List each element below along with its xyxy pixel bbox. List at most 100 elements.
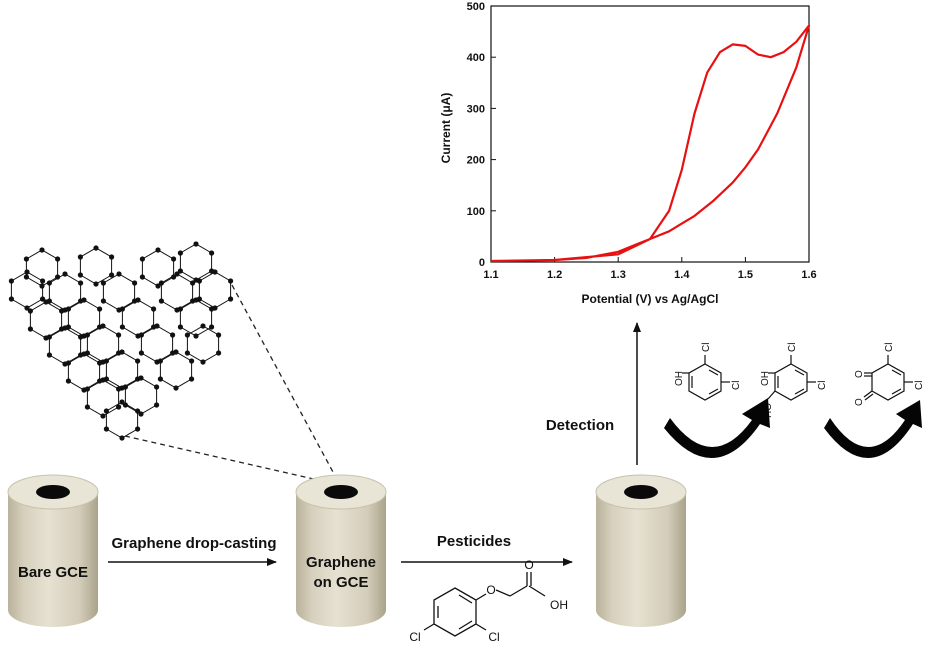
graphene-atom <box>135 408 141 414</box>
graphene-atom <box>193 297 199 303</box>
graphene-atom <box>184 332 190 338</box>
pesticide-o-carbonyl: O <box>524 558 533 572</box>
graphene-atom <box>171 256 177 262</box>
graphene-atom <box>216 332 222 338</box>
graphene-atom <box>78 280 84 286</box>
graphene-atom <box>119 306 125 312</box>
chart-plot-frame <box>490 5 810 263</box>
electrode-hole <box>36 485 70 499</box>
y-tick-label: 200 <box>467 155 485 167</box>
graphene-atom <box>189 376 195 382</box>
cv-curve <box>490 24 811 263</box>
graphene-atom <box>97 360 103 366</box>
graphene-atom <box>116 386 122 392</box>
y-tick-label: 0 <box>479 257 485 269</box>
graphene-hexagon <box>79 247 113 285</box>
graphene-atom <box>157 358 163 364</box>
bare-gce-label: Bare GCE <box>18 564 88 581</box>
phenol-molecule <box>682 355 730 401</box>
graphene-atom <box>43 299 49 305</box>
graphene-hexagon <box>141 249 175 287</box>
graphene-atom <box>65 360 71 366</box>
graphene-atom <box>132 280 138 286</box>
graphene-atom <box>157 376 163 382</box>
graphene-atom <box>122 402 128 408</box>
graphene-atom <box>109 272 115 278</box>
electrode-hole <box>624 485 658 499</box>
drop-casting-label: Graphene drop-casting <box>111 535 276 552</box>
graphene-atom <box>81 297 87 303</box>
graphene-atom <box>93 245 99 251</box>
reaction-arrow-2 <box>824 400 922 459</box>
pesticide-atom-labels: O O OH Cl Cl <box>409 558 568 644</box>
graphene-atom <box>24 305 30 311</box>
graphene-atom <box>77 272 83 278</box>
graphene-gce-electrode <box>295 474 387 627</box>
x-tick-label: 1.4 <box>674 269 690 281</box>
graphene-atom <box>84 332 90 338</box>
graphene-hexagon <box>105 401 139 439</box>
phenol-oh: OH <box>674 371 685 386</box>
graphene-atom <box>46 352 53 358</box>
graphene-atom <box>151 306 157 312</box>
graphene-atom <box>177 268 183 274</box>
quinone-o-top: O <box>854 370 865 378</box>
graphene-atom <box>158 280 164 286</box>
graphene-atom <box>155 283 161 289</box>
graphene-atom <box>196 278 202 284</box>
quinone-molecule <box>863 355 913 401</box>
graphene-atom <box>209 250 215 256</box>
reaction-arrow-1 <box>664 398 770 459</box>
graphene-atom <box>81 351 87 357</box>
graphene-atom <box>116 271 122 277</box>
graphene-atom <box>65 378 71 384</box>
graphene-atom <box>170 332 176 338</box>
catechol-oh-top: OH <box>760 371 771 386</box>
graphene-atom <box>139 256 145 262</box>
pesticide-o-ether: O <box>486 583 495 597</box>
x-tick-label: 1.5 <box>738 269 753 281</box>
graphene-atom <box>62 325 68 331</box>
graphene-atom <box>119 435 125 441</box>
graphene-atom <box>190 280 196 286</box>
graphene-atom <box>174 271 180 277</box>
graphene-atom <box>154 323 160 329</box>
graphene-atom <box>228 278 234 284</box>
graphene-atom <box>27 308 33 314</box>
quinone-cl-top: Cl <box>884 343 895 352</box>
graphene-atom <box>103 358 109 364</box>
pesticide-cl-left: Cl <box>409 630 420 644</box>
graphene-atom <box>200 359 206 365</box>
graphene-atom <box>55 256 61 262</box>
graphene-atom <box>135 426 141 432</box>
zoom-line-upper <box>231 284 341 486</box>
pesticide-molecule <box>423 572 546 637</box>
pesticide-oh: OH <box>550 598 568 612</box>
graphene-atom <box>23 256 29 262</box>
x-tick-label: 1.3 <box>611 269 626 281</box>
graphene-atom <box>139 274 145 280</box>
phenol-cl-right: Cl <box>731 381 742 390</box>
chart-x-axis-label: Potential (V) vs Ag/AgCl <box>582 292 719 306</box>
graphene-atom <box>100 298 106 304</box>
sensing-electrode <box>595 474 687 627</box>
graphene-atom <box>209 306 215 312</box>
graphene-atom <box>93 281 99 287</box>
graphene-atom <box>62 271 68 277</box>
graphene-atom <box>100 377 106 383</box>
quinone-o-bottom: O <box>854 398 865 406</box>
graphene-atom <box>84 404 90 410</box>
graphene-atom <box>154 402 160 408</box>
graphene-atom <box>100 280 106 286</box>
detection-label: Detection <box>546 417 614 434</box>
graphene-atom <box>138 332 144 338</box>
electrode-hole <box>324 485 358 499</box>
graphene-atom <box>177 250 183 256</box>
graphene-atom <box>116 332 122 338</box>
graphene-atom <box>216 350 222 356</box>
graphene-atom <box>189 358 195 364</box>
graphene-atom <box>27 326 33 332</box>
graphene-atom <box>155 247 161 253</box>
